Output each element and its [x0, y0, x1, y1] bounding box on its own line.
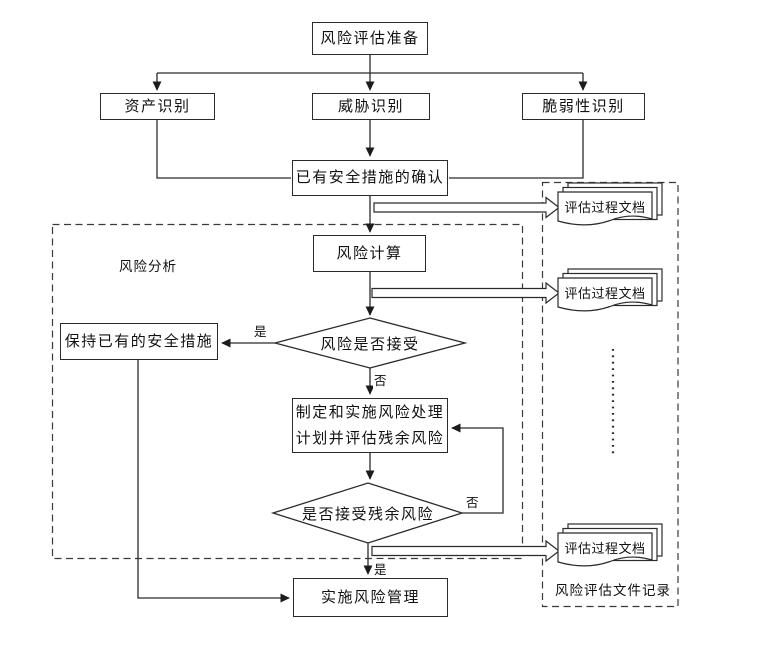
- assessment-record-region: [541, 181, 679, 608]
- edge-asset-confirm: [156, 120, 291, 179]
- node-threat: 威胁识别: [312, 93, 430, 120]
- node-asset: 资产识别: [100, 93, 215, 120]
- node-implement-management: 实施风险管理: [293, 578, 448, 617]
- node-vulnerability: 脆弱性识别: [522, 93, 645, 120]
- node-keep-existing: 保持已有的安全措施: [60, 323, 218, 360]
- document-icon-2: [557, 268, 663, 312]
- hollow-arrows: [371, 196, 560, 563]
- edge-decision2-feedback: [451, 423, 504, 514]
- hollow-arrow-2: [371, 281, 560, 305]
- document-2-label: 评估过程文档: [564, 286, 646, 301]
- node-risk-calculation: 风险计算: [313, 235, 426, 272]
- decision-risk-accept-shape: [272, 317, 468, 369]
- hollow-arrow-3: [371, 539, 560, 563]
- document-icon-3: [557, 523, 663, 567]
- hollow-arrow-1: [373, 196, 560, 219]
- branch-label-residual-yes: 是: [373, 559, 388, 578]
- decision-residual-accept-shape: [270, 482, 465, 544]
- flow-connectors: [137, 55, 588, 603]
- document-3-label: 评估过程文档: [564, 541, 646, 556]
- edge-vulnerability-confirm: [449, 120, 584, 179]
- node-prepare: 风险评估准备: [312, 22, 428, 55]
- node-confirm-existing: 已有安全措施的确认: [292, 160, 448, 196]
- risk-analysis-region: [51, 223, 524, 560]
- branch-label-residual-no: 否: [465, 492, 480, 511]
- assessment-record-label: 风险评估文件记录: [555, 583, 671, 598]
- edge-keep-implement: [137, 360, 290, 603]
- document-1-label: 评估过程文档: [564, 200, 646, 215]
- node-risk-treatment: 制定和实施风险处理 计划并评估残余风险: [292, 398, 448, 453]
- branch-label-accept-yes: 是: [253, 321, 268, 340]
- risk-analysis-region-label: 风险分析: [119, 259, 177, 274]
- branch-label-accept-no: 否: [373, 370, 388, 389]
- document-icon-1: [557, 182, 663, 226]
